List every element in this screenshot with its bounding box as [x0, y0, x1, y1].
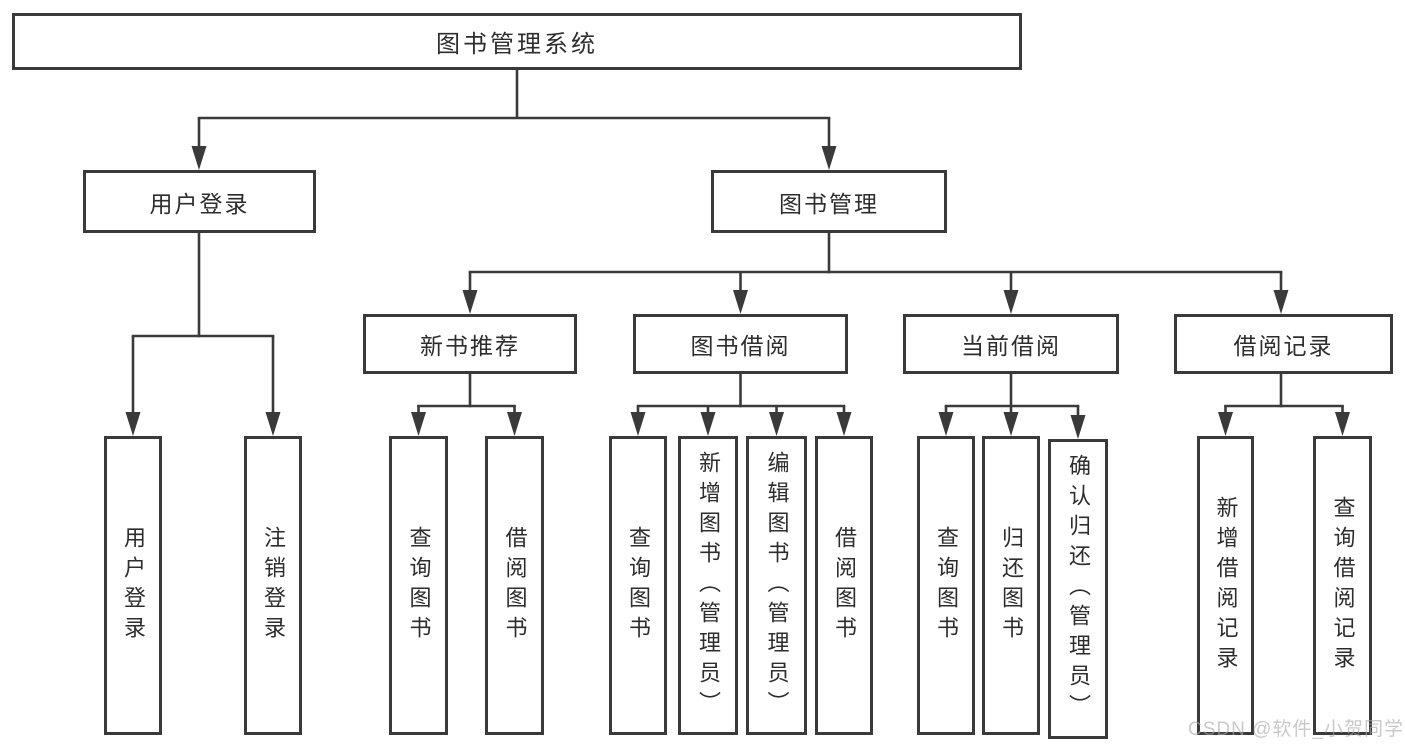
node-borrowing-records: 借阅记录 — [1174, 314, 1393, 374]
leaf-borrowing-query-books: 查询图书 — [609, 436, 667, 735]
leaf-current-return-books: 归还图书 — [982, 436, 1040, 735]
leaf-recommend-borrow-books: 借阅图书 — [485, 436, 544, 735]
node-user-login-branch: 用户登录 — [83, 170, 316, 233]
leaf-records-add-borrow-record: 新增借阅记录 — [1197, 436, 1254, 735]
leaf-borrowing-borrow-books: 借阅图书 — [815, 436, 873, 735]
leaf-current-confirm-return-admin: 确认归还（管理员） — [1048, 439, 1108, 739]
node-current-borrowing: 当前借阅 — [903, 314, 1119, 374]
node-new-book-recommendation: 新书推荐 — [363, 314, 577, 374]
leaf-borrowing-add-books-admin: 新增图书（管理员） — [678, 436, 738, 735]
leaf-current-query-books: 查询图书 — [917, 436, 975, 735]
leaf-recommend-query-books: 查询图书 — [389, 436, 448, 735]
node-library-management-system: 图书管理系统 — [12, 13, 1022, 70]
csdn-watermark: CSDN @软件_小贺同学 — [1188, 719, 1404, 740]
leaf-logout: 注销登录 — [244, 436, 302, 735]
leaf-user-login: 用户登录 — [104, 436, 162, 735]
node-book-borrowing: 图书借阅 — [633, 314, 848, 374]
leaf-records-query-borrow-record: 查询借阅记录 — [1313, 436, 1372, 735]
node-book-management-branch: 图书管理 — [711, 170, 947, 233]
leaf-borrowing-edit-books-admin: 编辑图书（管理员） — [746, 436, 807, 735]
